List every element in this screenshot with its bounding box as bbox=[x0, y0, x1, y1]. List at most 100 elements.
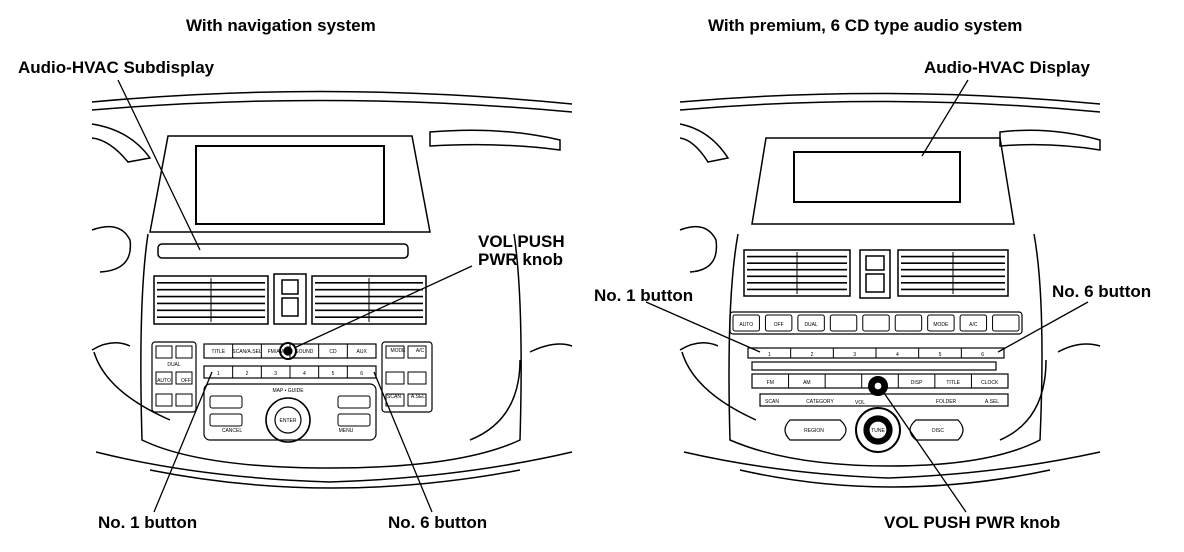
callout-subdisplay: Audio-HVAC Subdisplay bbox=[18, 58, 215, 77]
right-control-panel bbox=[729, 311, 1023, 453]
audio-button-label: SOUND bbox=[295, 349, 313, 355]
hvac-key bbox=[175, 371, 193, 385]
leader-left-button1 bbox=[153, 371, 213, 513]
hvac-key bbox=[732, 314, 760, 332]
scan-label: SCAN bbox=[387, 394, 401, 400]
knob-label: TUNE bbox=[871, 428, 885, 434]
right-panel-labels: AUTO OFF DUAL MODE A/C 1 2 3 4 5 6FM AM DISP TITLE CLO… bbox=[739, 322, 999, 434]
leader-left-button6 bbox=[373, 371, 433, 513]
row2-button-label: CLOCK bbox=[981, 380, 999, 386]
callout-left-vol-knob-line2: PWR knob bbox=[478, 250, 563, 269]
hvac-key bbox=[959, 314, 988, 332]
hvac-key-label: AUTO bbox=[739, 322, 753, 328]
left-vent-slats bbox=[157, 278, 423, 322]
audio-button-label: FM/AM bbox=[268, 349, 284, 355]
nav-map-guide-label: MAP • GUIDE bbox=[272, 388, 304, 394]
preset-button-label: 6 bbox=[981, 352, 984, 358]
asel-label: A.SEL bbox=[985, 399, 999, 405]
hvac-key bbox=[894, 314, 923, 332]
scan-label: SCAN bbox=[765, 399, 779, 405]
hvac-key bbox=[927, 314, 955, 332]
hvac-key bbox=[407, 371, 427, 385]
region-label: REGION bbox=[804, 428, 824, 434]
nav-enter-label: ENTER bbox=[280, 418, 297, 424]
hvac-off-label: OFF bbox=[181, 378, 191, 384]
left-dashboard bbox=[91, 90, 573, 489]
hvac-key bbox=[407, 345, 427, 359]
audio-button-label: TITLE bbox=[212, 349, 226, 355]
folder-label: FOLDER bbox=[936, 399, 957, 405]
preset-button-label: 1 bbox=[768, 352, 771, 358]
hvac-key-label: DUAL bbox=[804, 322, 818, 328]
preset-button-label: 4 bbox=[896, 352, 899, 358]
audio-button-label: AUX bbox=[357, 349, 368, 355]
right-vent-slats bbox=[747, 252, 1005, 294]
hvac-key bbox=[992, 314, 1020, 332]
asel-label: A.SEL bbox=[411, 394, 425, 400]
preset-button-label: 5 bbox=[939, 352, 942, 358]
hvac-auto-label: AUTO bbox=[157, 378, 171, 384]
callout-display: Audio-HVAC Display bbox=[924, 58, 1090, 77]
nav-side-key bbox=[337, 395, 371, 409]
hvac-key bbox=[385, 345, 405, 359]
leader-right-vol-knob bbox=[881, 389, 967, 513]
disc-label: DISC bbox=[932, 428, 944, 434]
audio-button-label: SCAN/A.SEL bbox=[232, 349, 262, 355]
hvac-key bbox=[385, 371, 405, 385]
right-title: With premium, 6 CD type audio system bbox=[708, 16, 1023, 35]
callout-right-vol-knob: VOL PUSH PWR knob bbox=[884, 513, 1061, 532]
hvac-key-label: A/C bbox=[969, 322, 978, 328]
callout-right-button6: No. 6 button bbox=[1052, 282, 1152, 301]
leader-right-button6 bbox=[997, 301, 1089, 353]
category-label: CATEGORY bbox=[806, 399, 834, 405]
preset-button-label: 1 bbox=[217, 371, 220, 377]
nav-menu-label: MENU bbox=[339, 428, 354, 434]
nav-side-key bbox=[209, 395, 243, 409]
left-title: With navigation system bbox=[186, 16, 376, 35]
hvac-key bbox=[407, 393, 427, 407]
callout-right-button1: No. 1 button bbox=[594, 286, 694, 305]
hvac-ac-label: A/C bbox=[416, 348, 425, 354]
hvac-key bbox=[155, 393, 173, 407]
hvac-mode-label: MODE bbox=[391, 348, 407, 354]
nav-side-key bbox=[337, 413, 371, 427]
preset-button-label: 6 bbox=[360, 371, 363, 377]
hvac-key bbox=[829, 314, 858, 332]
hvac-key bbox=[155, 345, 173, 359]
right-dashboard bbox=[679, 92, 1101, 488]
hvac-key-label: OFF bbox=[774, 322, 784, 328]
hvac-key bbox=[797, 314, 825, 332]
leader-display bbox=[921, 79, 969, 157]
hvac-key-label: MODE bbox=[933, 322, 949, 328]
leader-left-vol-knob bbox=[293, 265, 473, 349]
nav-side-key bbox=[209, 413, 243, 427]
vol-label: VOL bbox=[855, 400, 865, 406]
callout-left-button6: No. 6 button bbox=[388, 513, 488, 532]
row2-button-label: DISP bbox=[911, 380, 923, 386]
preset-button-label: 2 bbox=[811, 352, 814, 358]
left-panel-labels: TITLE SCAN/A.SEL FM/AM SOUND CD AUX 1 2 3 4 5 6MAP … bbox=[157, 348, 425, 434]
preset-button-label: 3 bbox=[274, 371, 277, 377]
hvac-key bbox=[155, 371, 173, 385]
hvac-key bbox=[862, 314, 890, 332]
preset-button-label: 3 bbox=[853, 352, 856, 358]
leader-lines bbox=[117, 79, 1089, 513]
preset-button-label: 4 bbox=[303, 371, 306, 377]
row2-button-label: TITLE bbox=[946, 380, 960, 386]
row2-button-label: AM bbox=[803, 380, 811, 386]
audio-button-label: CD bbox=[329, 349, 337, 355]
left-control-panel bbox=[151, 341, 433, 443]
hvac-key bbox=[764, 314, 793, 332]
nav-cancel-label: CANCEL bbox=[222, 428, 243, 434]
callout-left-vol-knob-line1: VOL PUSH bbox=[478, 232, 565, 251]
callout-left-button1: No. 1 button bbox=[98, 513, 198, 532]
hvac-key bbox=[175, 345, 193, 359]
row2-button-label: FM bbox=[767, 380, 774, 386]
preset-button-label: 5 bbox=[332, 371, 335, 377]
leader-subdisplay bbox=[117, 79, 201, 251]
hvac-key bbox=[175, 393, 193, 407]
leader-right-button1 bbox=[645, 301, 761, 353]
preset-button-label: 2 bbox=[246, 371, 249, 377]
